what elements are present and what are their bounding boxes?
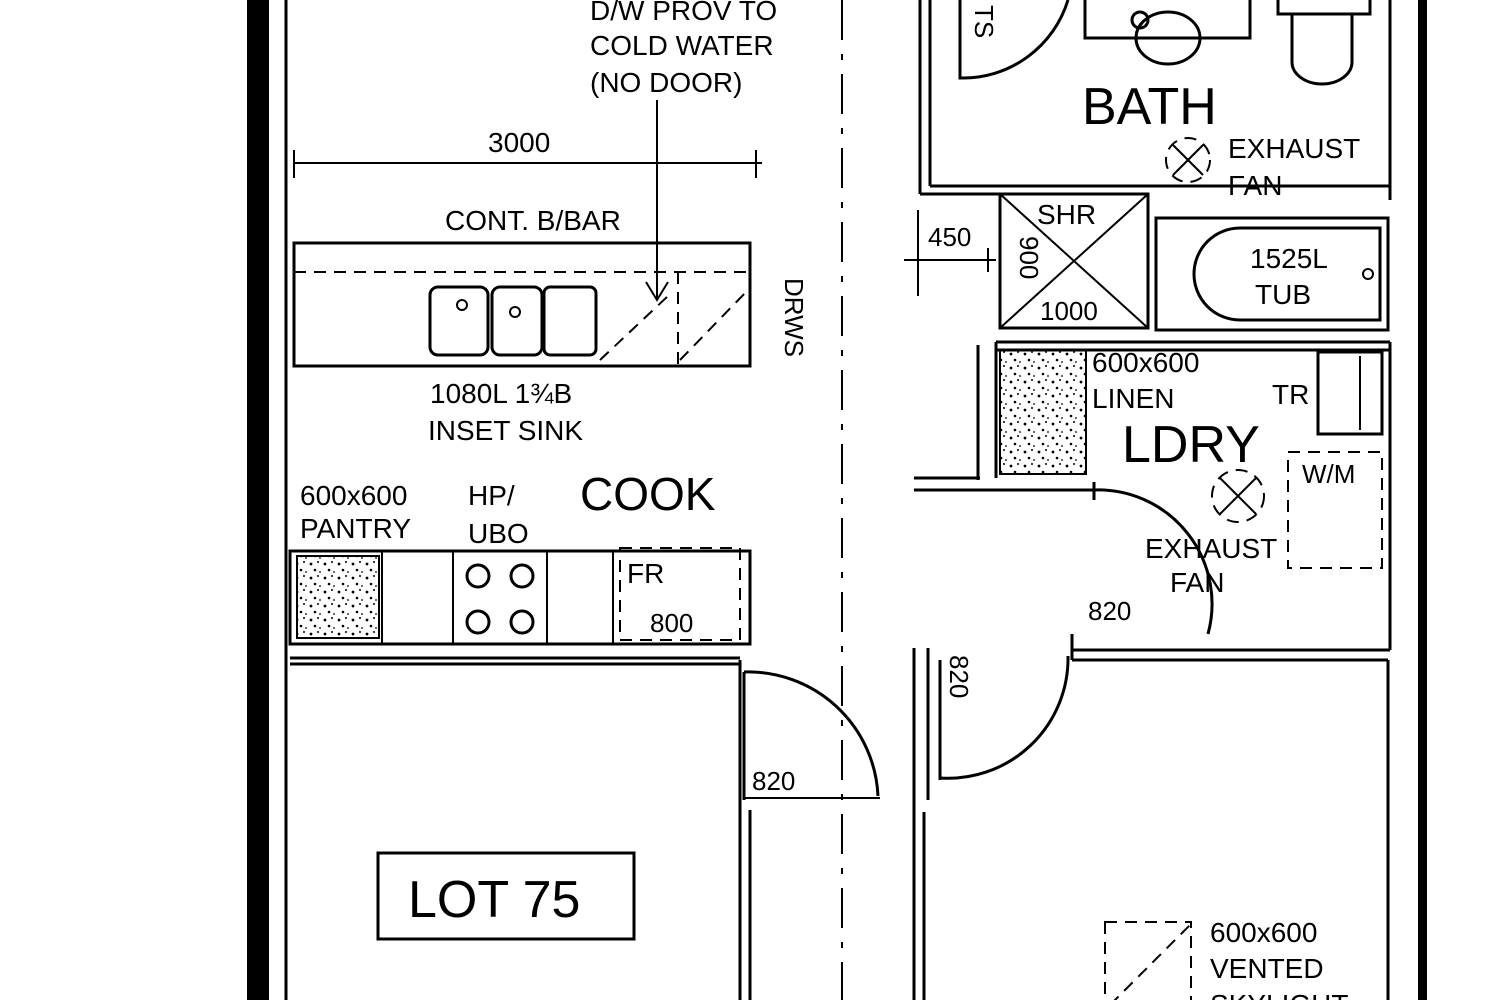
linen-label-1: 600x600	[1092, 347, 1199, 378]
toilet-bowl	[1290, 14, 1354, 86]
trough	[1316, 350, 1384, 436]
lower-counter	[288, 549, 752, 646]
bath-door-swing	[958, 0, 1070, 80]
right-outer-wall	[1418, 0, 1427, 1000]
dw-note-line-3: (NO DOOR)	[590, 67, 742, 98]
linen-label-2: LINEN	[1092, 383, 1174, 414]
hall-door-swing	[939, 655, 1070, 780]
wm-label: W/M	[1302, 459, 1355, 489]
pantry-cupboard	[296, 555, 380, 639]
sink-drainer	[542, 285, 598, 357]
lot-label-box	[376, 851, 636, 941]
door-820-ldry: 820	[1088, 596, 1131, 626]
ldry-exhaust-label-1: EXHAUST	[1145, 533, 1277, 564]
tub-label-2: TUB	[1255, 279, 1311, 310]
basin-tap	[1130, 10, 1150, 30]
shower-cross-2	[999, 193, 1149, 329]
shr-900: 900	[1014, 236, 1044, 279]
hp-label-1: HP/	[468, 480, 515, 511]
skylight-label-3: SKYLIGHT	[1210, 989, 1348, 1000]
skylight-outline	[1104, 921, 1192, 1000]
bath-exhaust-label-2: FAN	[1228, 170, 1282, 201]
tub-label-1: 1525L	[1250, 243, 1328, 274]
washing-machine-space	[1287, 451, 1383, 569]
ldry-exhaust-label-2: FAN	[1170, 567, 1224, 598]
ldry-label: LDRY	[1122, 416, 1260, 474]
fr-width: 800	[650, 608, 693, 638]
hotplate-burner-4	[509, 609, 535, 635]
shr-1000: 1000	[1040, 296, 1098, 326]
bench-counter	[292, 241, 752, 368]
dw-dashed-1	[599, 295, 669, 361]
lot-label: LOT 75	[408, 871, 580, 929]
pantry-label-1: 600x600	[300, 480, 407, 511]
dw-leader-arrow	[645, 281, 669, 302]
hotplate-burner-2	[509, 563, 535, 589]
left-outer-wall	[247, 0, 269, 1000]
linen-cupboard	[999, 349, 1087, 475]
tr-label: TR	[1272, 379, 1309, 410]
sink-drain-2	[509, 306, 521, 318]
sink-label-1: 1080L 1¾B	[430, 378, 572, 409]
pantry-label-2: PANTRY	[300, 513, 411, 544]
sink-bowl-large	[428, 285, 490, 357]
dw-dashed-2	[679, 289, 749, 361]
sink-drain-1	[456, 299, 468, 311]
skylight-diagonal	[1113, 924, 1191, 1000]
tub-outer	[1154, 216, 1390, 332]
fr-label: FR	[627, 558, 664, 589]
tub-inner	[1192, 226, 1382, 322]
dim-450: 450	[928, 222, 971, 252]
bench-label: CONT. B/BAR	[445, 205, 621, 236]
skylight-label-2: VENTED	[1210, 953, 1324, 984]
kitchen-door-swing	[743, 670, 880, 797]
sink-label-2: INSET SINK	[428, 415, 583, 446]
shr-label: SHR	[1037, 199, 1096, 230]
bath-label: BATH	[1082, 78, 1217, 136]
drws-label: DRWS	[779, 278, 809, 357]
door-820-hall: 820	[944, 655, 974, 698]
dw-note-line-1: D/W PROV TO	[590, 0, 777, 26]
basin-cabinet	[1083, 0, 1252, 40]
bath-small-label: TS	[969, 5, 999, 38]
bath-exhaust-fan-icon	[1165, 137, 1211, 183]
door-820-kitchen: 820	[752, 766, 795, 796]
fridge-space	[619, 547, 741, 641]
basin	[1134, 10, 1202, 66]
toilet-cistern	[1276, 0, 1372, 16]
bath-exhaust-label-1: EXHAUST	[1228, 133, 1360, 164]
sink-bowl-small	[490, 285, 544, 357]
hotplate-burner-3	[465, 609, 491, 635]
hp-label-2: UBO	[468, 518, 529, 549]
tub-drain	[1362, 268, 1374, 280]
ldry-exhaust-fan-icon	[1211, 469, 1265, 523]
dim-3000: 3000	[488, 127, 550, 158]
hotplate-burner-1	[465, 563, 491, 589]
ldry-door-swing	[1093, 488, 1214, 635]
skylight-label-1: 600x600	[1210, 917, 1317, 948]
shower	[998, 192, 1150, 330]
dw-note-line-2: COLD WATER	[590, 30, 774, 61]
cook-label: COOK	[580, 468, 716, 520]
